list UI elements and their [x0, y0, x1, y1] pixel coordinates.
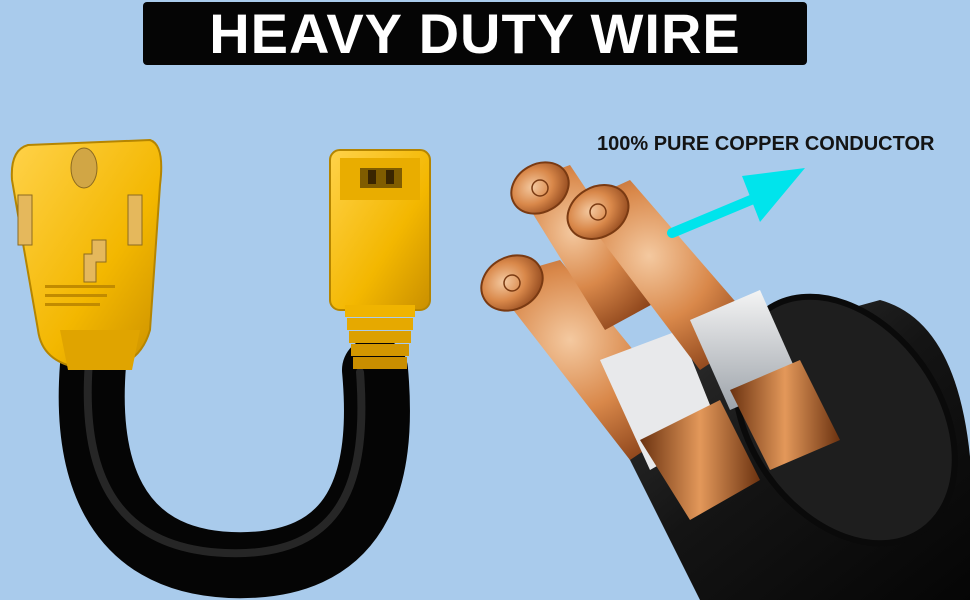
plug-50a-icon: [10, 138, 163, 370]
title-banner: HEAVY DUTY WIRE: [143, 2, 807, 65]
page-title: HEAVY DUTY WIRE: [209, 2, 741, 65]
arrow-icon: [667, 168, 805, 238]
receptacle-30a-icon: [329, 149, 431, 369]
adapter-cable: [58, 312, 410, 599]
copper-cable-cross-section: [480, 161, 970, 600]
copper-conductor-label: 100% PURE COPPER CONDUCTOR: [597, 133, 935, 155]
